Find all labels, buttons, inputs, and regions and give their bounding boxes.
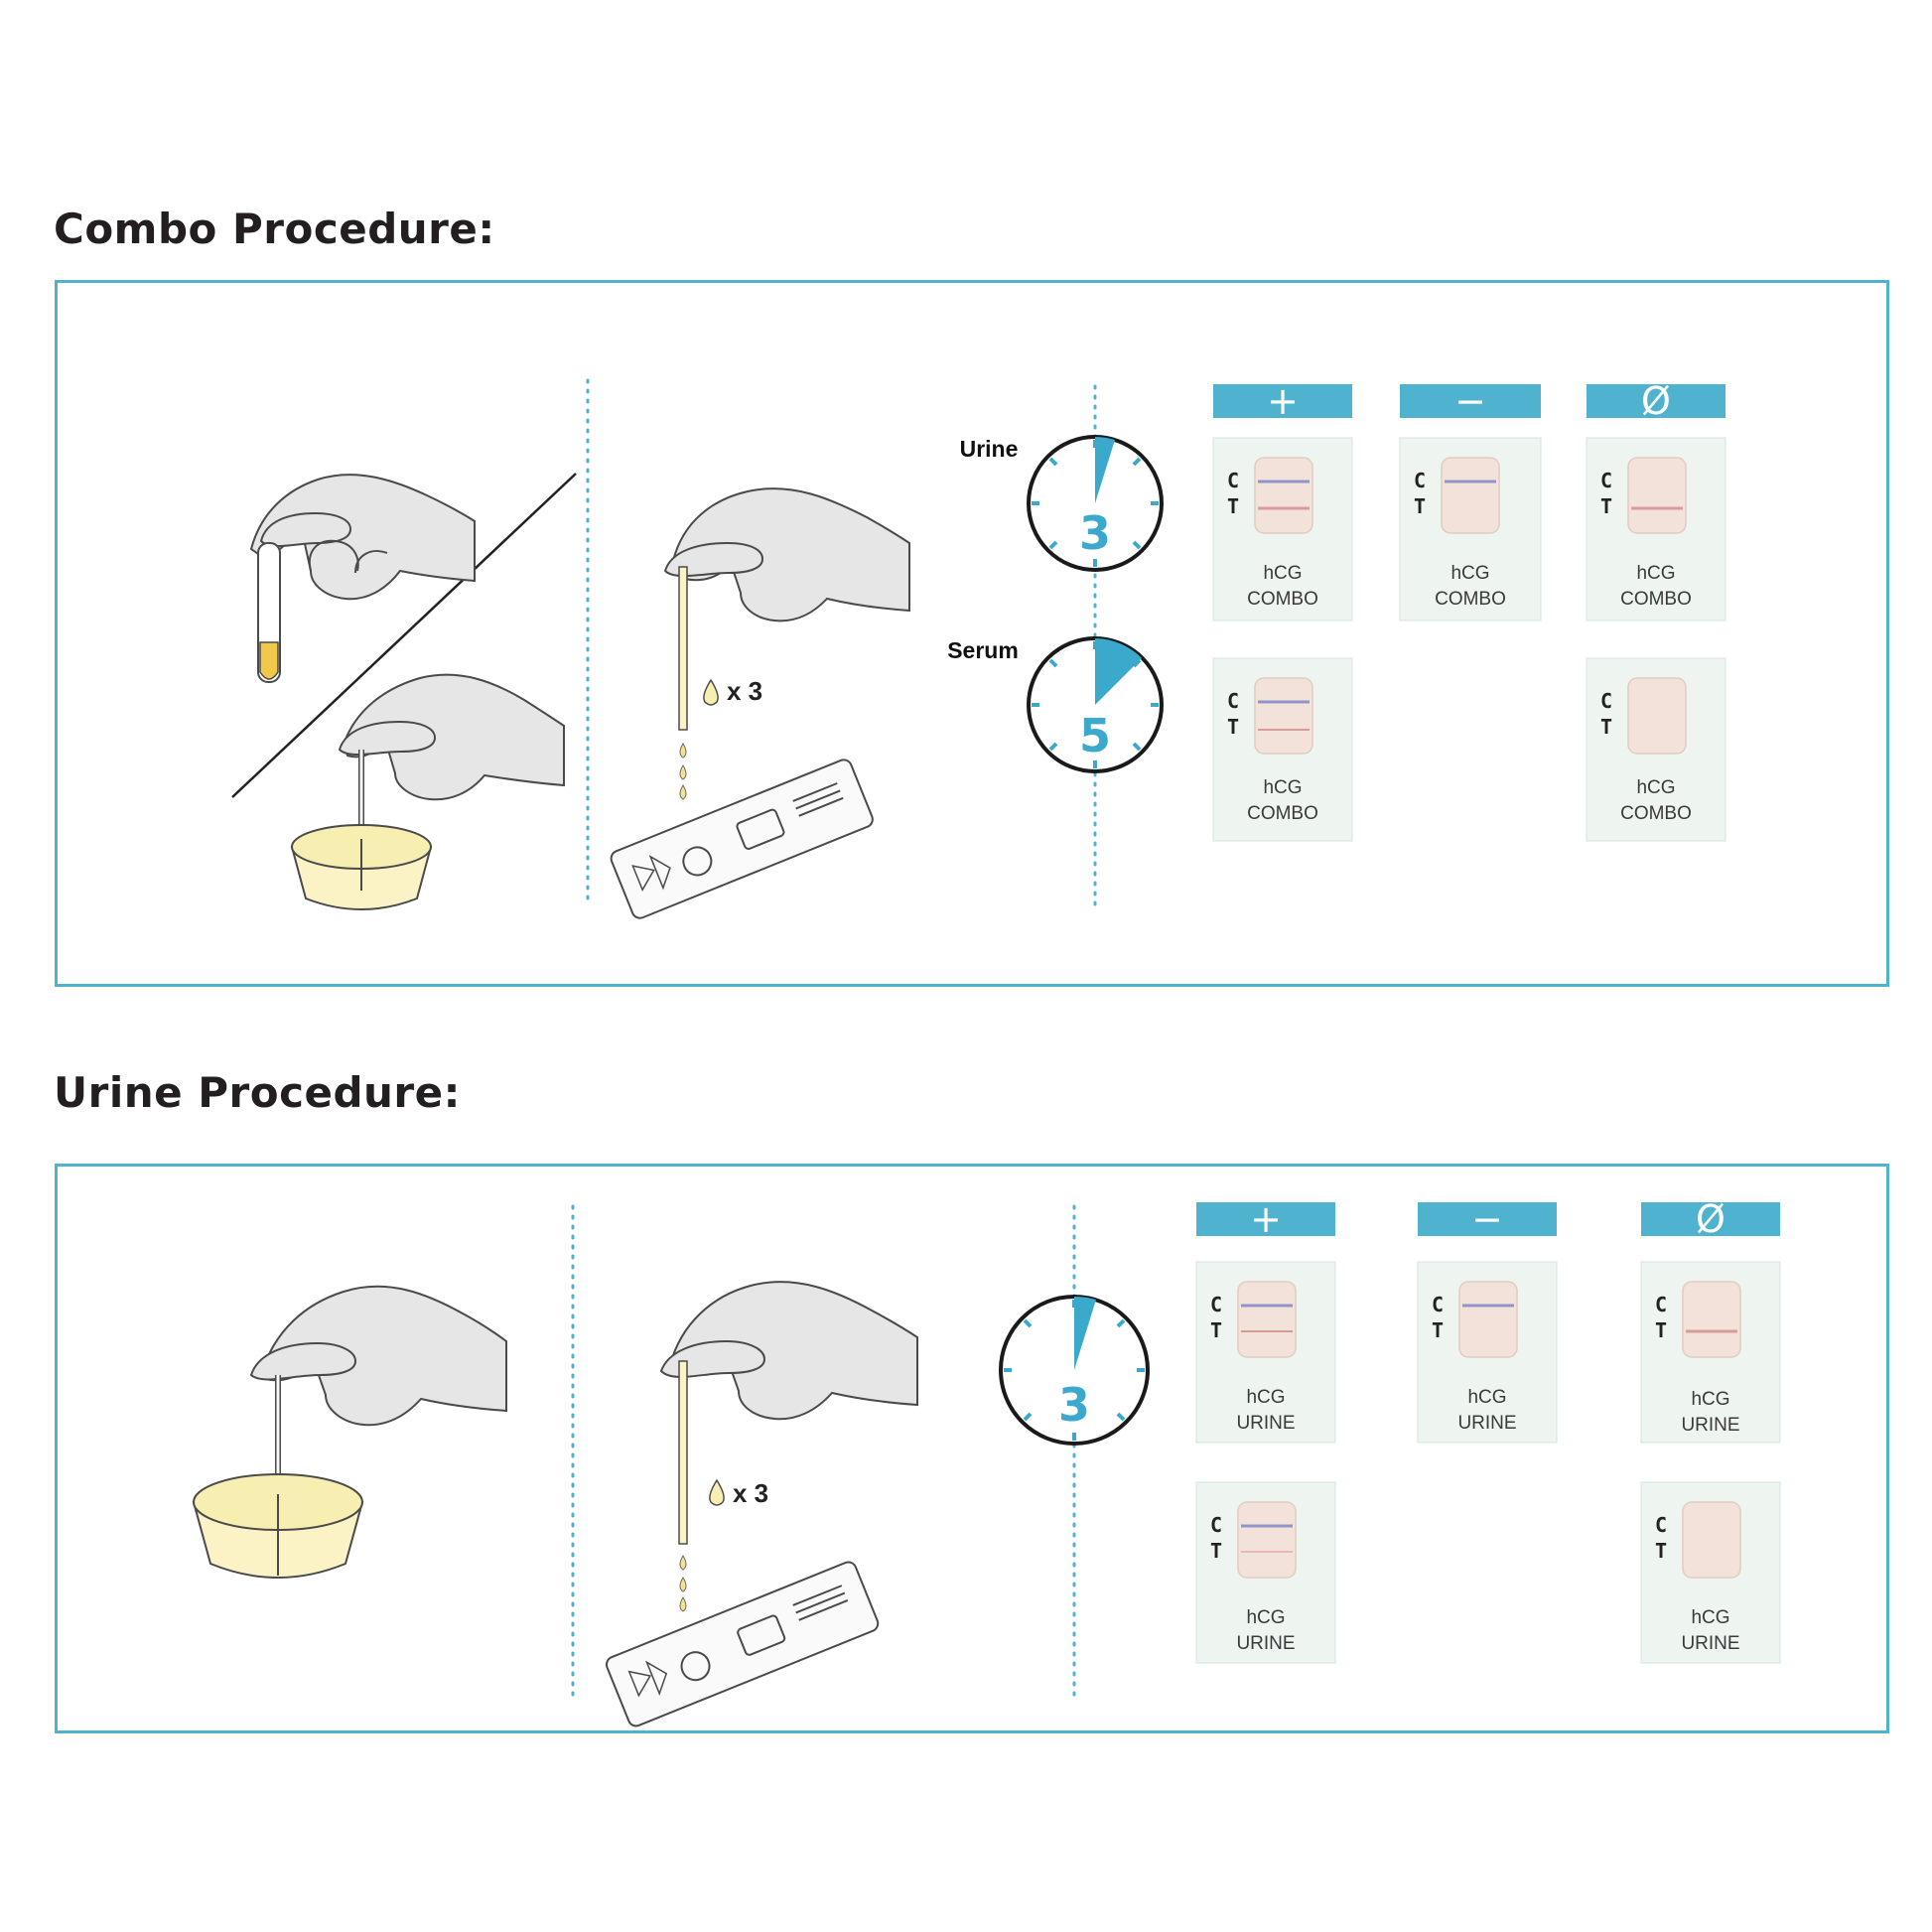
svg-text:hCG: hCG: [1691, 1607, 1729, 1628]
negative-result-header: −: [1400, 379, 1541, 423]
svg-text:hCG: hCG: [1246, 1607, 1285, 1628]
svg-text:COMBO: COMBO: [1247, 803, 1318, 824]
svg-text:C: C: [1414, 469, 1426, 492]
test-cassette-device-icon: [610, 759, 874, 919]
invalid-result-header: Ø: [1587, 379, 1725, 423]
svg-text:C: C: [1600, 689, 1612, 713]
svg-text:URINE: URINE: [1457, 1413, 1516, 1434]
svg-text:−: −: [1471, 1197, 1503, 1241]
svg-text:T: T: [1210, 1318, 1222, 1342]
cassette-positive-faint: C T hCG URINE: [1195, 1481, 1336, 1664]
svg-text:COMBO: COMBO: [1247, 589, 1318, 610]
positive-result-header: +: [1213, 379, 1352, 423]
serum-timer-clock-icon: [1027, 636, 1164, 773]
svg-text:T: T: [1210, 1539, 1222, 1563]
cassette-invalid-serum: C T hCG COMBO: [1586, 657, 1726, 842]
svg-text:C: C: [1227, 469, 1239, 492]
svg-text:T: T: [1414, 494, 1426, 518]
svg-text:COMBO: COMBO: [1620, 589, 1692, 610]
cassette-invalid: C T hCG COMBO: [1586, 437, 1726, 621]
svg-text:T: T: [1655, 1539, 1667, 1563]
svg-text:URINE: URINE: [1236, 1413, 1295, 1434]
urine-timer-label: Urine: [960, 436, 1019, 462]
urine-drops-icon: [679, 743, 687, 800]
combo-procedure-panel: x 3 Urine 3 Serum 5 +: [55, 280, 1889, 987]
urine-procedure-title: Urine Procedure:: [54, 1068, 461, 1117]
svg-text:Ø: Ø: [1696, 1197, 1725, 1241]
hand-with-urine-cup-icon: [290, 673, 565, 910]
urine-illustration: x 3 3 + − Ø C T: [192, 1197, 1781, 1727]
drop-count-label: x 3: [727, 676, 762, 706]
svg-text:+: +: [1250, 1197, 1282, 1241]
cassette-invalid: C T hCG URINE: [1640, 1261, 1781, 1444]
svg-text:hCG: hCG: [1246, 1387, 1285, 1408]
combo-illustration: x 3 Urine 3 Serum 5 +: [231, 378, 1726, 919]
svg-text:URINE: URINE: [1681, 1415, 1739, 1436]
svg-text:T: T: [1600, 494, 1612, 518]
svg-text:−: −: [1454, 379, 1486, 423]
svg-text:C: C: [1655, 1513, 1667, 1537]
svg-text:C: C: [1210, 1293, 1222, 1316]
positive-result-header: +: [1196, 1197, 1335, 1241]
cassette-positive: C T hCG COMBO: [1212, 437, 1353, 621]
serum-timer-minutes: 5: [1079, 709, 1111, 762]
cassette-negative: C T hCG URINE: [1417, 1261, 1558, 1444]
svg-text:URINE: URINE: [1681, 1633, 1739, 1654]
cassette-invalid-blank: C T hCG URINE: [1640, 1481, 1781, 1664]
svg-text:C: C: [1432, 1293, 1444, 1316]
svg-text:C: C: [1655, 1293, 1667, 1316]
svg-text:COMBO: COMBO: [1620, 803, 1692, 824]
svg-text:hCG: hCG: [1636, 777, 1675, 798]
negative-result-header: −: [1418, 1197, 1557, 1241]
svg-text:C: C: [1600, 469, 1612, 492]
serum-timer-label: Serum: [947, 637, 1019, 663]
invalid-result-header: Ø: [1641, 1197, 1780, 1241]
svg-text:Ø: Ø: [1641, 379, 1671, 423]
svg-text:T: T: [1432, 1318, 1444, 1342]
hand-with-dropper-icon: [663, 487, 910, 731]
combo-procedure-title: Combo Procedure:: [54, 205, 495, 253]
svg-text:T: T: [1227, 494, 1239, 518]
svg-text:hCG: hCG: [1263, 777, 1302, 798]
urine-timer-minutes: 3: [1079, 506, 1111, 560]
hand-with-urine-cup-icon: [192, 1285, 507, 1579]
svg-text:T: T: [1600, 715, 1612, 739]
test-cassette-device-icon: [605, 1561, 880, 1727]
drop-count-label: x 3: [733, 1478, 768, 1508]
svg-text:URINE: URINE: [1236, 1633, 1295, 1654]
single-drop-icon: [703, 678, 719, 706]
cassette-positive-serum: C T hCG COMBO: [1212, 657, 1353, 842]
svg-text:T: T: [1655, 1318, 1667, 1342]
svg-text:hCG: hCG: [1636, 563, 1675, 584]
urine-drops-icon: [679, 1555, 687, 1612]
cassette-negative: C T hCG COMBO: [1399, 437, 1542, 621]
svg-text:COMBO: COMBO: [1435, 589, 1506, 610]
svg-text:C: C: [1227, 689, 1239, 713]
urine-procedure-panel: x 3 3 + − Ø C T: [55, 1164, 1889, 1733]
timer-clock-icon: [999, 1295, 1150, 1446]
hand-with-dropper-icon: [659, 1281, 918, 1545]
diagonal-separator-line: [231, 473, 577, 798]
urine-timer-clock-icon: [1027, 435, 1164, 572]
cassette-positive: C T hCG URINE: [1195, 1261, 1336, 1444]
hand-with-test-tube-icon: [249, 474, 476, 683]
svg-text:hCG: hCG: [1691, 1389, 1729, 1410]
svg-text:C: C: [1210, 1513, 1222, 1537]
timer-minutes: 3: [1058, 1378, 1090, 1432]
single-drop-icon: [709, 1478, 725, 1506]
svg-text:hCG: hCG: [1263, 563, 1302, 584]
svg-text:hCG: hCG: [1467, 1387, 1506, 1408]
svg-text:hCG: hCG: [1450, 563, 1489, 584]
svg-text:+: +: [1267, 379, 1299, 423]
svg-text:T: T: [1227, 715, 1239, 739]
